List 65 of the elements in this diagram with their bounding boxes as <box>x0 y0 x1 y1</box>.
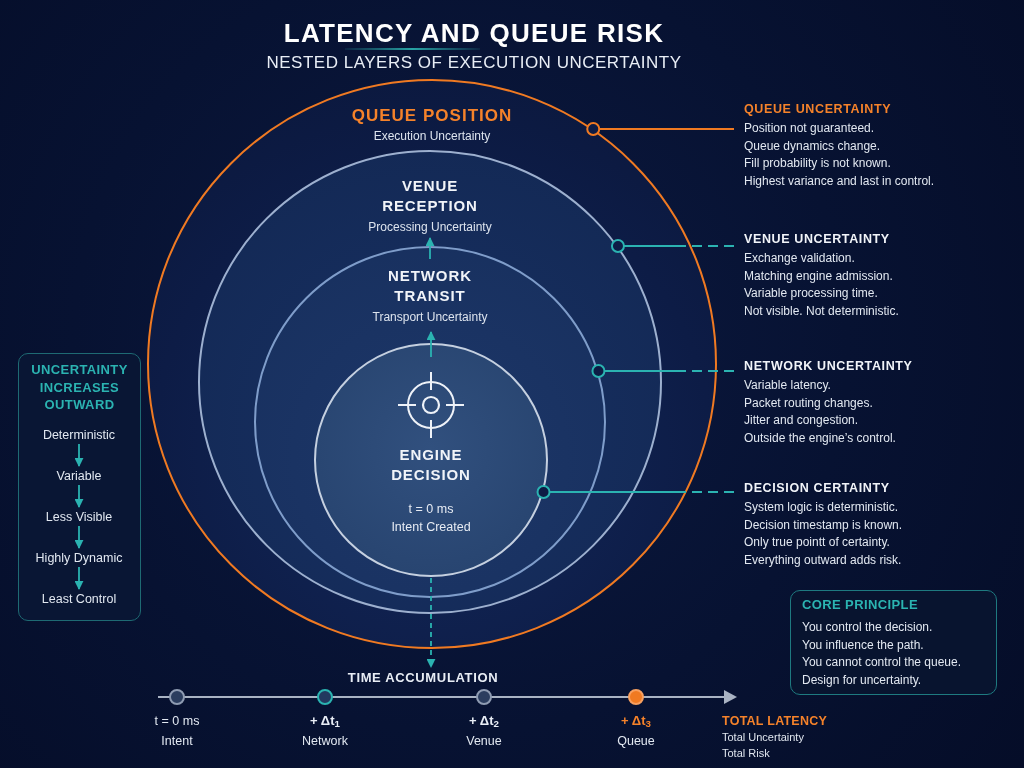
note-line: System logic is deterministic. <box>744 499 900 516</box>
time-label: + Δt$_{2}$ <box>469 713 499 729</box>
diagram-subtitle: NESTED LAYERS OF EXECUTION UNCERTAINTY <box>266 53 682 73</box>
note-line: Exchange validation. <box>744 250 856 267</box>
stage-label: Less Visible <box>45 509 113 525</box>
leader-line <box>591 364 735 378</box>
layer-subtitle: Processing Uncertainty <box>368 219 492 235</box>
layer-title: ENGINE DECISION <box>390 445 472 485</box>
layer-subtitle: Transport Uncertainty <box>372 309 488 325</box>
arrow <box>74 443 84 467</box>
stage-label: Network <box>302 733 348 749</box>
total-note: Total Uncertainty <box>722 730 804 744</box>
arrow <box>74 566 84 590</box>
section-heading: QUEUE UNCERTAINTY <box>744 101 893 117</box>
time-label: + Δt$_{3}$ <box>621 713 651 729</box>
note-line: Everything outward adds risk. <box>744 552 903 570</box>
total-label: TOTAL LATENCY <box>722 713 828 729</box>
total-note: Total Risk <box>722 746 770 760</box>
note-line: Queue dynamics change. <box>744 137 882 155</box>
stage-label: Least Control <box>41 591 117 607</box>
layer-title: NETWORK TRANSIT <box>387 266 473 306</box>
info-panel <box>18 353 141 621</box>
panel-title: CORE PRINCIPLE <box>802 597 919 613</box>
note-line: Packet routing changes. <box>744 394 874 412</box>
time-label: + Δt$_{1}$ <box>310 713 340 729</box>
note-line: Not visible. Not deterministic. <box>744 303 899 321</box>
leader-line <box>586 122 735 136</box>
note-line: Highest variance and last in control. <box>744 173 935 191</box>
leader-line <box>610 239 735 253</box>
note-line: Matching engine admission. <box>744 267 894 285</box>
diagram-title: LATENCY AND QUEUE RISK <box>283 17 665 49</box>
info-panel <box>790 590 997 695</box>
section-heading: NETWORK UNCERTAINTY <box>744 358 913 374</box>
arrow <box>426 577 436 668</box>
note-line: Outside the engine’s control. <box>744 430 897 448</box>
note-line: Decision timestamp is known. <box>744 516 903 534</box>
time-value: t = 0 ms <box>408 501 454 517</box>
layer-subtitle: Execution Uncertainty <box>373 128 491 144</box>
stage-label: Variable <box>56 468 102 484</box>
axis-title: TIME ACCUMULATION <box>347 669 499 687</box>
panel-title: UNCERTAINTY INCREASES OUTWARD <box>30 361 129 414</box>
time-label: t = 0 ms <box>154 713 200 729</box>
note-line: Jitter and congestion. <box>744 412 860 430</box>
note-line: Position not guaranteed. <box>744 120 876 137</box>
note-line: Fill probability is not known. <box>744 155 892 173</box>
stage-label: Intent <box>161 733 193 749</box>
note-line: Variable latency. <box>744 377 832 394</box>
layer-title: VENUE RECEPTION <box>381 176 479 216</box>
arrow <box>74 525 84 549</box>
stage-label: Deterministic <box>42 427 116 443</box>
section-heading: DECISION CERTAINTY <box>744 480 891 496</box>
layer-title: QUEUE POSITION <box>351 106 513 126</box>
principle-line: Design for uncertainty. <box>802 672 923 690</box>
principle-line: You cannot control the queue. <box>802 654 963 672</box>
layer-subtitle: Intent Created <box>391 519 471 535</box>
note-line: Variable processing time. <box>744 285 879 303</box>
stage-label: Venue <box>466 733 502 749</box>
leader-line <box>536 485 735 499</box>
arrow <box>74 484 84 508</box>
note-line: Only true pointt of certainty. <box>744 534 891 552</box>
stage-label: Highly Dynamic <box>35 550 123 566</box>
section-heading: VENUE UNCERTAINTY <box>744 231 891 247</box>
principle-line: You control the decision. <box>802 619 934 636</box>
principle-line: You influence the path. <box>802 636 925 654</box>
stage-label: Queue <box>617 733 655 749</box>
